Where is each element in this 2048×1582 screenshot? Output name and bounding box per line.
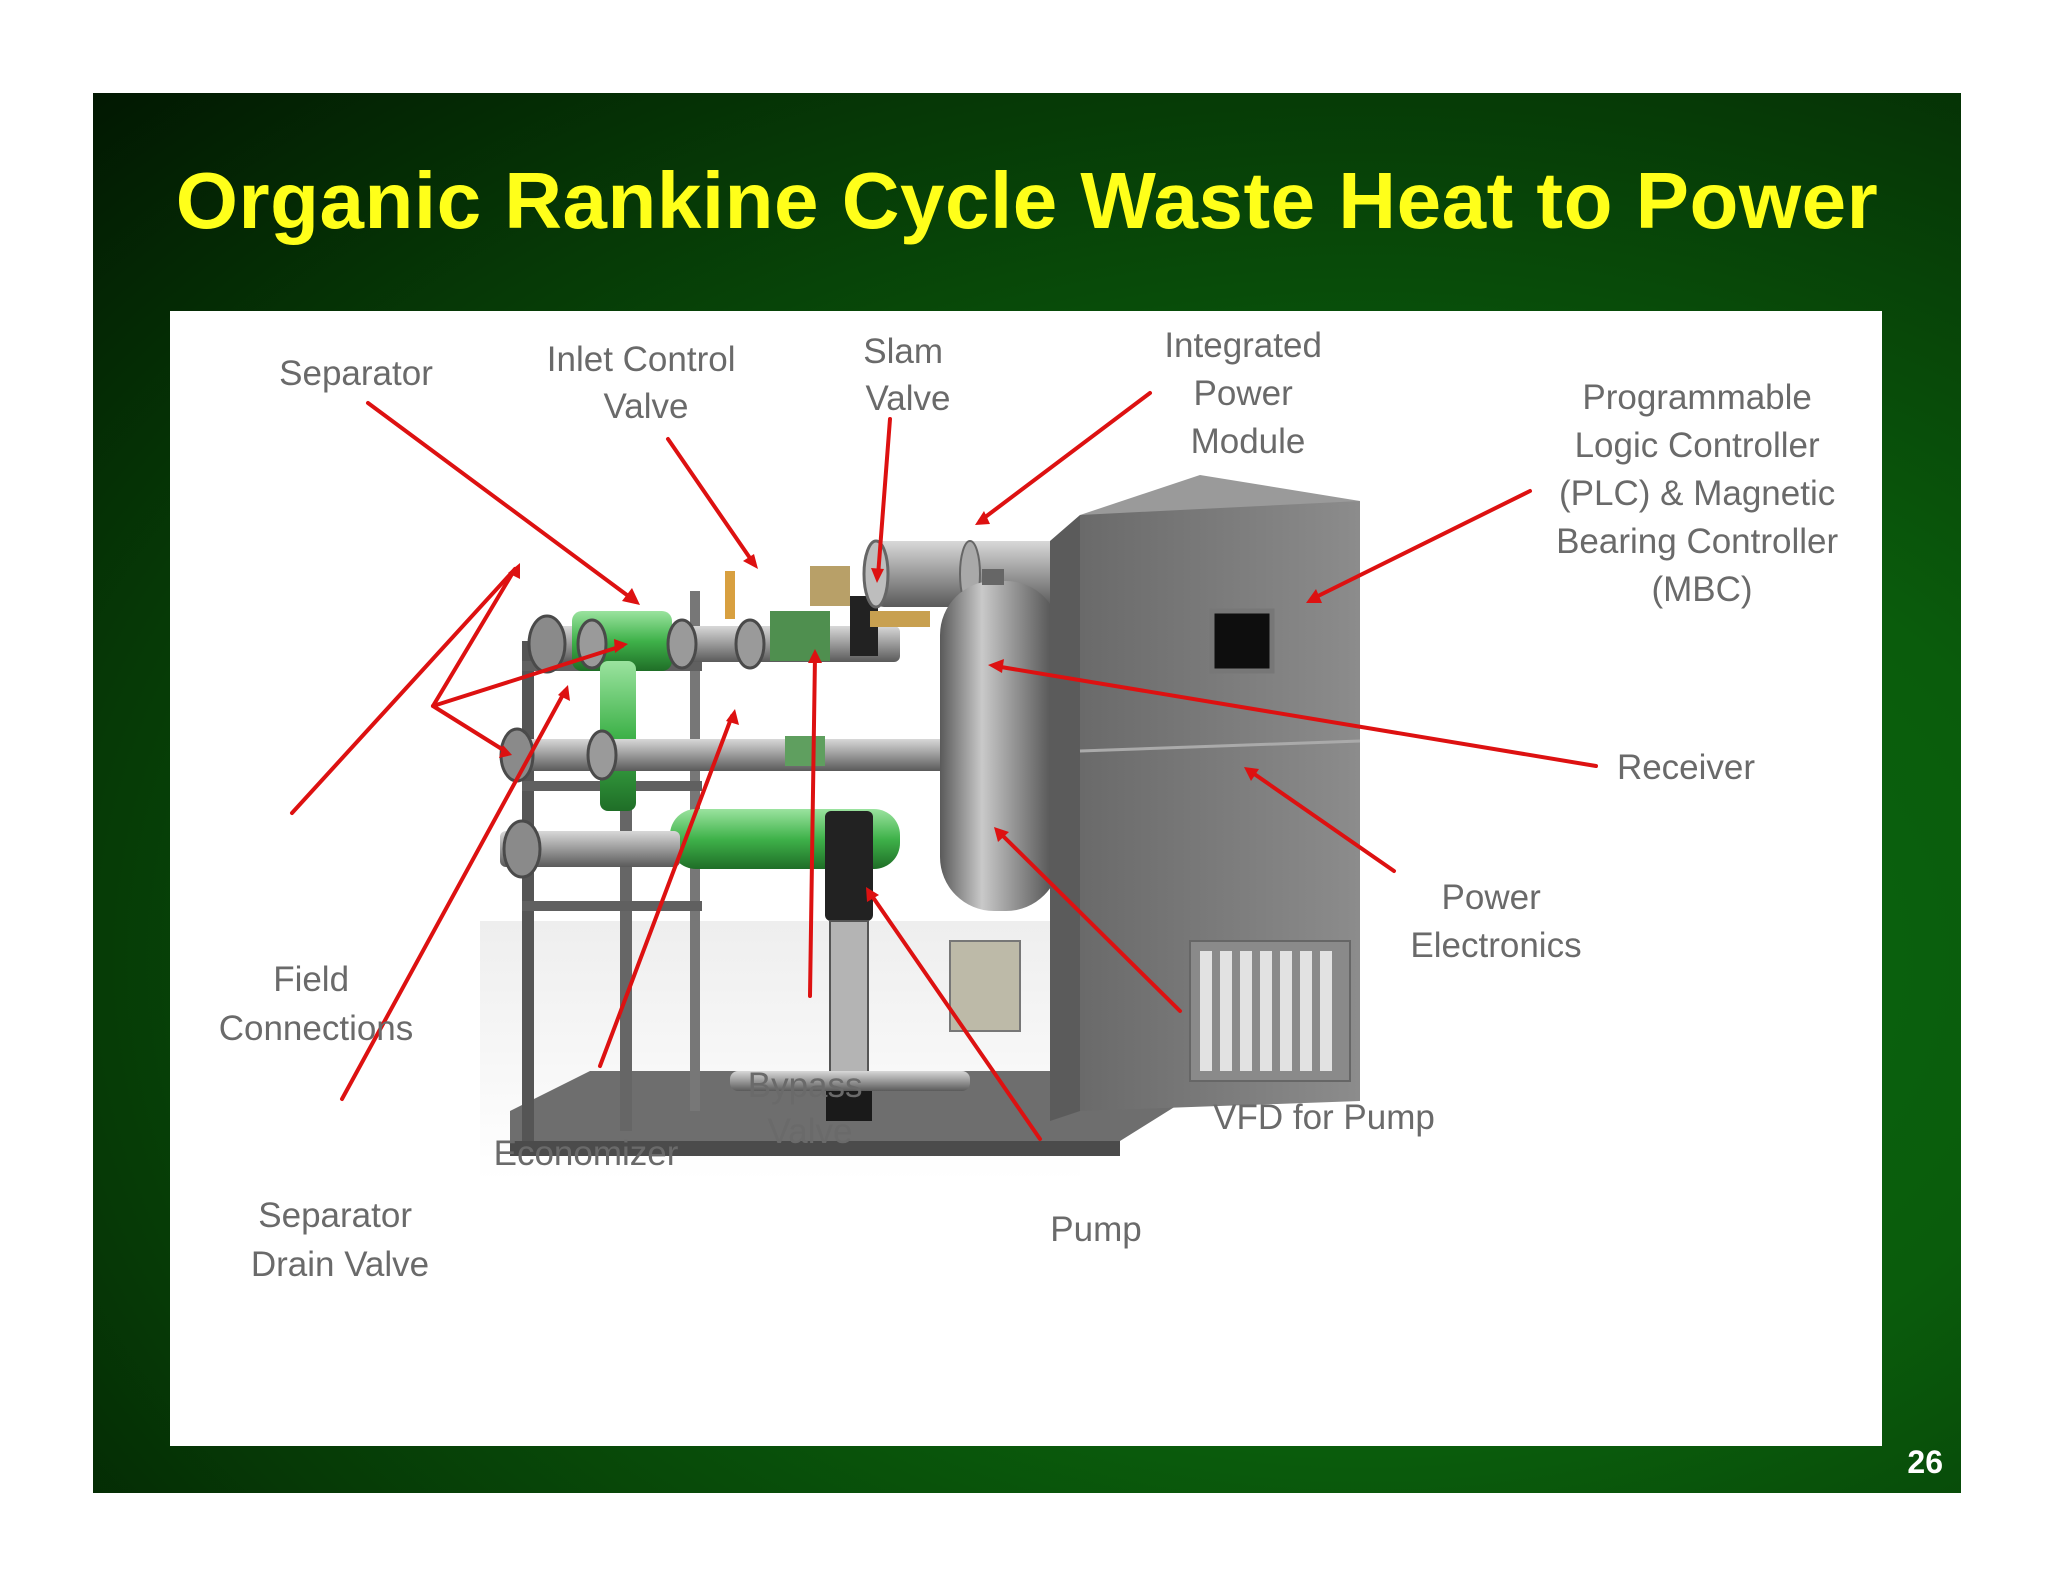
inlet-control-valve bbox=[770, 611, 830, 661]
leader-separator bbox=[366, 401, 637, 603]
pump-body bbox=[829, 920, 869, 1082]
receiver-tank bbox=[940, 581, 1060, 911]
label-separator-drain-valve: Separator Drain Valve bbox=[251, 1196, 429, 1284]
label-pump: Pump bbox=[1050, 1210, 1141, 1249]
leader-arrowheads bbox=[499, 511, 1322, 902]
frame-post bbox=[522, 641, 534, 1141]
leader-field-bottom bbox=[431, 704, 507, 753]
label-separator: Separator bbox=[279, 354, 433, 393]
bypass-valve bbox=[785, 736, 825, 766]
slide-title: Organic Rankine Cycle Waste Heat to Powe… bbox=[175, 156, 1879, 245]
leader-pump bbox=[868, 891, 1042, 1141]
label-bypass-valve: Bypass Valve bbox=[748, 1066, 873, 1151]
pump-motor bbox=[825, 811, 873, 921]
leader-economizer bbox=[598, 714, 734, 1068]
flange-top bbox=[527, 614, 567, 674]
diagram-panel: Separator Inlet Control Valve Slam Valve… bbox=[170, 311, 1882, 1446]
orc-skid-illustration bbox=[480, 475, 1361, 1181]
label-receiver: Receiver bbox=[1617, 748, 1755, 787]
label-slam-valve: Slam Valve bbox=[863, 332, 952, 418]
leader-separator-drain-valve bbox=[340, 689, 567, 1101]
label-plc: Programmable Logic Controller (PLC) & Ma… bbox=[1556, 378, 1848, 609]
leader-receiver bbox=[993, 664, 1598, 768]
leader-slam-valve bbox=[876, 417, 892, 578]
flange-bottom bbox=[502, 819, 542, 879]
leader-vfd-for-pump bbox=[998, 831, 1182, 1013]
leader-plc bbox=[1310, 489, 1532, 601]
leader-field-base bbox=[431, 567, 517, 708]
leader-bypass-valve bbox=[808, 654, 817, 998]
leader-power-electronics bbox=[1248, 769, 1396, 873]
lower-pipe bbox=[500, 831, 680, 867]
label-inlet-control-valve: Inlet Control Valve bbox=[547, 340, 745, 426]
orc-diagram: Separator Inlet Control Valve Slam Valve… bbox=[219, 326, 1848, 1284]
hmi-screen bbox=[1209, 608, 1275, 674]
label-power-electronics: Power Electronics bbox=[1410, 878, 1581, 965]
page-number: 26 bbox=[1907, 1444, 1943, 1480]
label-vfd-for-pump: VFD for Pump bbox=[1213, 1098, 1435, 1137]
leader-integrated-power-module bbox=[978, 391, 1152, 523]
vfd-box bbox=[949, 940, 1021, 1032]
leader-field-top bbox=[290, 567, 517, 815]
middle-pipe bbox=[510, 739, 1030, 771]
leader-inlet-control-valve bbox=[666, 437, 754, 563]
leader-lines bbox=[290, 391, 1598, 1141]
label-field-connections: Field Connections bbox=[219, 960, 414, 1048]
label-integrated-power-module: Integrated Power Module bbox=[1164, 326, 1331, 461]
slide: Organic Rankine Cycle Waste Heat to Powe… bbox=[93, 93, 1961, 1493]
control-cabinet-side bbox=[1050, 515, 1080, 1121]
power-electronics-louvers bbox=[1189, 940, 1351, 1082]
leader-field-middle bbox=[431, 644, 624, 708]
label-economizer: Economizer bbox=[494, 1134, 679, 1173]
